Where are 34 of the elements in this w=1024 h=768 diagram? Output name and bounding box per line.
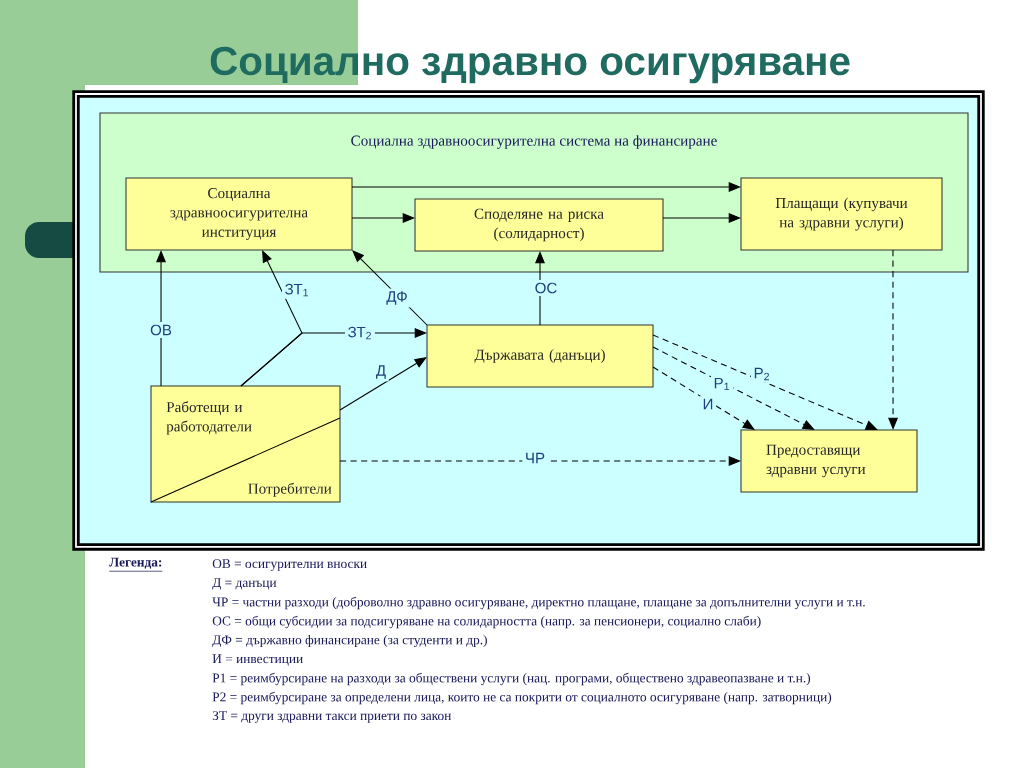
arrow [351, 213, 415, 223]
population-box: Работещи и работодатели Потребители [150, 385, 341, 503]
process-box: Плащащи (купувачи на здравни услуги) [740, 177, 943, 251]
arrow [339, 357, 427, 411]
edge-label: ОВ [147, 322, 175, 338]
arrow [652, 346, 815, 430]
legend-text: ЧР = частни разходи (доброволно здравно осигуряване, директно плащане, плащане за допълнителни услуги и т.н. [212, 596, 865, 610]
legend-text: Р1 = реимбурсиране на разходи за обществени услуги (нац. програми, обществено здравеопазване и т.н.) [212, 672, 811, 686]
process-box: Социална здравноосигурителна институция [125, 177, 353, 251]
edge-label: ЗТ$_{1}$ [281, 281, 313, 299]
process-box: Споделяне на риска (солидарност) [414, 198, 664, 252]
legend-text: ОВ = осигурителни вноски [212, 559, 367, 571]
arrow [351, 182, 741, 192]
edge-label: Р$_{1}$ [710, 375, 734, 393]
legend-text: И = инвестиции [212, 654, 303, 666]
process-box: Държавата (данъци) [426, 324, 654, 388]
edge-label: ОС [532, 280, 560, 296]
legend-text: Р2 = реимбурсиране за определени лица, които не са покрити от социалното осигуряване (напр. затворници) [212, 691, 832, 705]
legend-heading: Легенда: [108, 557, 163, 572]
legend-text: ОС = общи субсидии за подсигуряване на солидарността (напр. за пенсионери, социално слаби) [212, 615, 761, 629]
edge-label: ЗТ$_{2}$ [344, 324, 376, 342]
arrow [652, 334, 878, 430]
process-box: Предоставящи здравни услуги [740, 429, 918, 493]
arrow [240, 328, 427, 387]
edge-label: Р$_{2}$ [750, 365, 774, 383]
legend-text: ЗТ = други здравни такси приети по закон [212, 711, 451, 723]
arrow [156, 250, 166, 387]
arrow [888, 249, 899, 430]
legend-text: Д = данъци [212, 578, 277, 590]
edge-label: ЧР [522, 450, 548, 466]
arrow [339, 456, 741, 466]
arrow [352, 250, 428, 326]
arrow [662, 213, 741, 223]
legend-text: ДФ = държавно финансиране (за студенти и др.) [212, 634, 487, 648]
